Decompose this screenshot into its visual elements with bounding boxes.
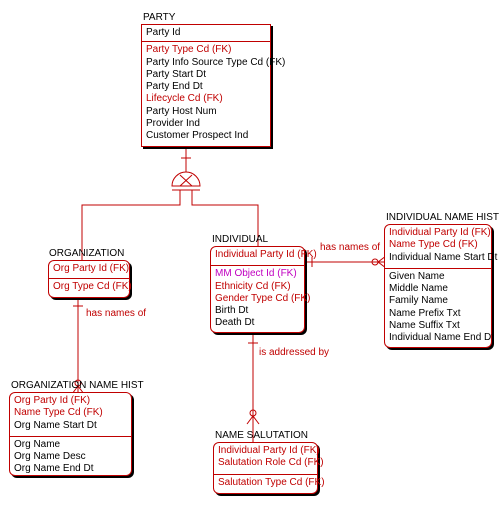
- party-host-num-attr: Party Host Num: [146, 105, 217, 117]
- organization-name-hist-attr-section: Org Name Org Name Desc Org Name End Dt: [10, 437, 131, 478]
- birth-dt-attr: Birth Dt: [215, 305, 249, 317]
- middle-name-attr: Middle Name: [389, 283, 448, 295]
- party-attr-section: Party Type Cd (FK) Party Info Source Typ…: [142, 42, 286, 144]
- family-name-attr: Family Name: [389, 295, 448, 307]
- party-start-dt-attr: Party Start Dt: [146, 68, 207, 80]
- name-salutation-entity[interactable]: Individual Party Id (FK) Salutation Role…: [213, 442, 325, 494]
- salutation-relationship-label: is addressed by: [259, 347, 330, 358]
- org-type-cd-attr: Org Type Cd (FK): [53, 281, 132, 293]
- crow-left-2: [246, 415, 254, 425]
- customer-prospect-ind-attr: Customer Prospect Ind: [146, 130, 249, 142]
- subtype-branch-individual: [191, 190, 259, 247]
- organization-name-hist-entity[interactable]: Org Party Id (FK) Name Type Cd (FK) Org …: [9, 392, 132, 476]
- onh-name-type-cd-attr: Name Type Cd (FK): [14, 407, 103, 419]
- org-party-id-attr: Org Party Id (FK): [53, 263, 130, 274]
- name-salutation-attr-section: Salutation Type Cd (FK): [214, 475, 325, 491]
- individual-name-hist-entity-name: INDIVIDUAL NAME HIST: [386, 212, 499, 223]
- ethnicity-cd-attr: Ethnicity Cd (FK): [215, 280, 291, 292]
- organization-name-hist-entity-name: ORGANIZATION NAME HIST: [11, 380, 144, 391]
- party-type-cd-attr: Party Type Cd (FK): [146, 44, 232, 56]
- individual-entity[interactable]: Individual Party Id (FK) MM Object Id (F…: [210, 246, 317, 333]
- individual-pk-section: Individual Party Id (FK): [211, 247, 317, 267]
- individual-name-end-dt-attr: Individual Name End Dt: [389, 332, 495, 344]
- individual-name-hist-pk-section: Individual Party Id (FK) Name Type Cd (F…: [385, 225, 498, 269]
- salutation-type-cd-attr: Salutation Type Cd (FK): [218, 476, 325, 488]
- mm-object-id-attr: MM Object Id (FK): [215, 268, 297, 280]
- individual-attr-section: MM Object Id (FK) Ethnicity Cd (FK) Gend…: [211, 266, 311, 331]
- salutation-role-cd-attr: Salutation Role Cd (FK): [218, 457, 324, 469]
- org-name-end-dt-attr: Org Name End Dt: [14, 463, 94, 475]
- gender-type-cd-attr: Gender Type Cd (FK): [215, 292, 311, 304]
- individual-name-hist-entity[interactable]: Individual Party Id (FK) Name Type Cd (F…: [384, 224, 498, 348]
- organization-entity[interactable]: Org Party Id (FK) Org Type Cd (FK): [48, 260, 132, 298]
- organization-name-hist-pk-section: Org Party Id (FK) Name Type Cd (FK) Org …: [10, 393, 131, 437]
- inh-name-start-dt-attr: Individual Name Start Dt: [389, 251, 498, 263]
- name-prefix-txt-attr: Name Prefix Txt: [389, 307, 461, 319]
- party-end-dt-attr: Party End Dt: [146, 81, 203, 93]
- organization-attr-section: Org Type Cd (FK): [49, 279, 132, 295]
- given-name-attr: Given Name: [389, 270, 445, 282]
- party-pk-section: Party Id: [142, 25, 270, 43]
- org-name-start-dt-attr: Org Name Start Dt: [14, 419, 97, 431]
- party-info-source-attr: Party Info Source Type Cd (FK): [146, 56, 286, 68]
- lifecycle-cd-attr: Lifecycle Cd (FK): [146, 93, 223, 105]
- individual-entity-name: INDIVIDUAL: [212, 234, 269, 245]
- name-suffix-txt-attr: Name Suffix Txt: [389, 320, 460, 332]
- org-name-attr: Org Name: [14, 438, 61, 450]
- organization-entity-name: ORGANIZATION: [49, 248, 125, 259]
- organization-pk-section: Org Party Id (FK): [49, 261, 130, 280]
- subtype-discriminator: [171, 171, 201, 187]
- org-name-hist-relationship-label: has names of: [86, 308, 147, 319]
- name-salutation-entity-name: NAME SALUTATION: [215, 430, 308, 441]
- subtype-exclusive-mark-b: [179, 174, 193, 187]
- onh-org-party-id-attr: Org Party Id (FK): [14, 395, 91, 406]
- ns-individual-party-id-attr: Individual Party Id (FK): [218, 445, 320, 456]
- death-dt-attr: Death Dt: [215, 317, 255, 329]
- party-entity[interactable]: Party Id Party Type Cd (FK) Party Info S…: [141, 24, 286, 147]
- crow-right-2: [252, 415, 260, 425]
- ind-name-hist-relationship-label: has names of: [320, 242, 381, 253]
- individual-name-hist-attr-section: Given Name Middle Name Family Name Name …: [385, 269, 495, 347]
- name-salutation-pk-section: Individual Party Id (FK) Salutation Role…: [214, 443, 324, 475]
- party-id-attr: Party Id: [146, 27, 181, 38]
- provider-ind-attr: Provider Ind: [146, 118, 200, 130]
- party-entity-name: PARTY: [143, 12, 176, 23]
- individual-party-id-attr: Individual Party Id (FK): [215, 249, 317, 260]
- inh-name-type-cd-attr: Name Type Cd (FK): [389, 239, 478, 251]
- org-name-desc-attr: Org Name Desc: [14, 451, 86, 463]
- inh-individual-party-id-attr: Individual Party Id (FK): [389, 227, 491, 238]
- subtype-branch-organization: [81, 190, 181, 262]
